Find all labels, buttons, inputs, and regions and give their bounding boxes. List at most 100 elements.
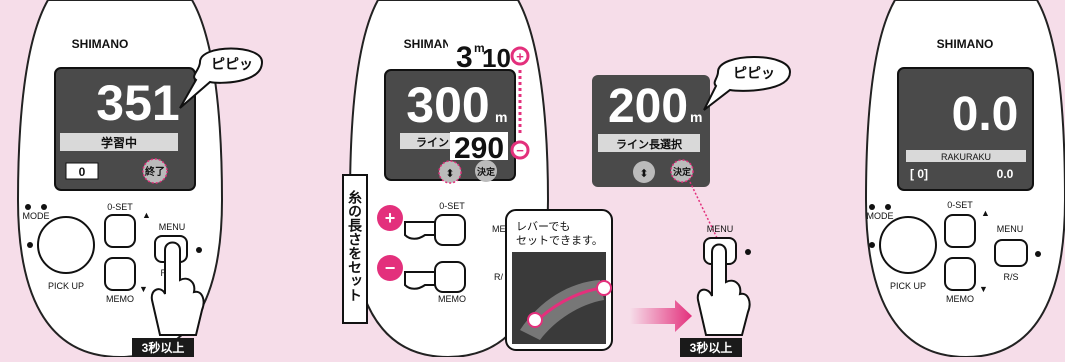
- pick-up-dot: [869, 242, 875, 248]
- callout-line-1: レバーでも: [516, 220, 570, 233]
- hold-caption: 3秒以上: [690, 340, 733, 355]
- decide-label: 決定: [477, 166, 496, 177]
- end-button-label: 終了: [145, 165, 165, 178]
- big-number: 300: [406, 77, 489, 133]
- rs-label: R/S: [1003, 272, 1018, 282]
- speech-bubble: [703, 56, 792, 111]
- rakuraku-label: RAKURAKU: [941, 152, 991, 162]
- brand-logo: SHIMANO: [72, 37, 129, 51]
- side-note: 糸の長さをセット: [347, 189, 363, 302]
- status-bar: [598, 134, 700, 152]
- zero-set-label: 0-SET: [439, 201, 465, 211]
- status-label: ライン長選択: [616, 137, 683, 151]
- menu-label-partial: ME: [492, 224, 506, 234]
- plus-glyph: +: [385, 208, 396, 228]
- menu-button[interactable]: [994, 239, 1028, 267]
- line-label: ライン: [416, 136, 449, 149]
- mode-dot-right: [885, 204, 891, 210]
- status-label: 学習中: [101, 135, 137, 150]
- panel-3: 200 m ライン長選択 ⬍ 決定 ピピッ MENU 3秒以上: [592, 56, 792, 357]
- lower-figure: 290: [454, 132, 504, 165]
- status-bar: [60, 133, 178, 151]
- plus-sign: +: [516, 49, 524, 64]
- end-button[interactable]: [142, 158, 168, 184]
- lcd-screen: [592, 75, 710, 187]
- decide-button[interactable]: [670, 159, 694, 183]
- top-exponent: m: [474, 41, 485, 55]
- line-bar: [400, 133, 460, 149]
- callout-line-2: セットできます。: [516, 234, 603, 247]
- hold-caption-box: [680, 338, 742, 357]
- memo-button[interactable]: [944, 257, 976, 291]
- panel-4: SHIMANO 0.0 RAKURAKU [ 0] 0.0 MODE PICK …: [864, 0, 1065, 359]
- plus-icon: [377, 205, 403, 231]
- memo-label: MEMO: [106, 294, 134, 304]
- plus-icon: [596, 280, 612, 296]
- minus-icon: [527, 312, 543, 328]
- finger-hand-icon: [696, 243, 751, 336]
- finger-hand-icon: [150, 241, 205, 336]
- panel-2: SHIMANO 3 m 10 300 m ライン 290 ⬍ 決定 + − 糸の…: [342, 0, 613, 359]
- speech-text: ピピッ: [733, 65, 775, 81]
- left-value: 0: [79, 165, 86, 179]
- speech-bubble: [179, 47, 264, 109]
- up-arrow-icon: ▲: [981, 208, 990, 218]
- minus-icon: [377, 255, 403, 281]
- bracket-value: [ 0]: [910, 167, 928, 181]
- minus-glyph: −: [385, 258, 396, 278]
- menu-label: MENU: [159, 222, 186, 232]
- unit: m: [495, 109, 507, 125]
- dotted-leader: [689, 181, 719, 241]
- menu-label: MENU: [707, 224, 734, 234]
- side-note-box: [342, 174, 368, 324]
- zero-set-label: 0-SET: [107, 202, 133, 212]
- decide-button[interactable]: [475, 160, 497, 182]
- big-number: 351: [96, 75, 179, 131]
- zero-set-button[interactable]: [104, 214, 136, 248]
- top-figure-2: 10: [482, 43, 511, 73]
- memo-label: MEMO: [946, 294, 974, 304]
- unit: m: [690, 109, 702, 125]
- down-arrow-icon: ▼: [139, 284, 148, 294]
- hold-caption: 3秒以上: [142, 340, 185, 355]
- mode-dot-left: [25, 204, 31, 210]
- right-value: 0.0: [997, 167, 1014, 181]
- pick-up-button[interactable]: [879, 216, 937, 274]
- menu-label: MENU: [997, 224, 1024, 234]
- memo-button[interactable]: [104, 257, 136, 291]
- menu-dot: [1035, 251, 1041, 257]
- menu-dot: [196, 247, 202, 253]
- brand-logo: SHIMANO: [404, 37, 461, 51]
- memo-label: MEMO: [438, 294, 466, 304]
- updown-button[interactable]: [438, 160, 462, 184]
- left-value-box: [65, 162, 99, 180]
- mode-label: MODE: [23, 211, 50, 221]
- zero-set-button[interactable]: [944, 214, 976, 248]
- decide-label: 決定: [673, 166, 692, 177]
- menu-dot: [745, 249, 751, 255]
- mode-label: MODE: [867, 211, 894, 221]
- pick-up-button[interactable]: [37, 216, 95, 274]
- minus-sign: −: [516, 143, 524, 158]
- lower-figure-bg: [450, 132, 508, 160]
- zero-set-label: 0-SET: [947, 200, 973, 210]
- pick-up-label: PICK UP: [890, 281, 926, 291]
- rs-label-partial: R/: [494, 272, 503, 282]
- big-number: 0.0: [952, 88, 1019, 141]
- mode-dot-left: [869, 204, 875, 210]
- updown-button[interactable]: [633, 161, 655, 183]
- zero-set-button[interactable]: [434, 214, 466, 246]
- rakuraku-bar: [906, 150, 1026, 162]
- up-arrow-icon: ▲: [142, 210, 151, 220]
- memo-button[interactable]: [434, 261, 466, 293]
- hold-caption-box: [132, 338, 194, 357]
- pick-up-label: PICK UP: [48, 281, 84, 291]
- updown-icon: ⬍: [639, 168, 648, 180]
- right-arrow-icon: [630, 300, 692, 332]
- minus-icon: [510, 140, 530, 160]
- plus-icon: [510, 46, 530, 66]
- top-figure: 3: [456, 41, 473, 74]
- brand-logo: SHIMANO: [937, 37, 994, 51]
